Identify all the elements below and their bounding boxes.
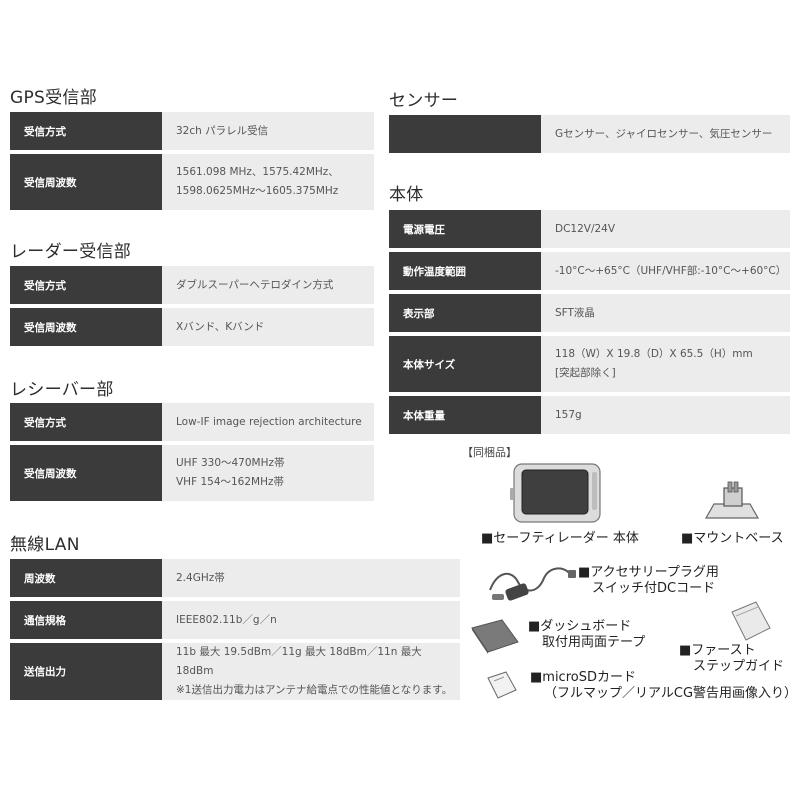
- spec-value-line: Low-IF image rejection architecture: [176, 415, 362, 428]
- spec-value: IEEE802.11b／g／n: [162, 601, 460, 639]
- spec-value-line: 157g: [555, 408, 582, 421]
- spec-value-line: 32ch パラレル受信: [176, 124, 269, 137]
- spec-label: 電源電圧: [389, 210, 541, 248]
- bundle-item-tape: ■ダッシュボード取付用両面テープ: [528, 619, 645, 651]
- bundle-item-line: ■セーフティレーダー 本体: [481, 531, 639, 546]
- spec-label: 受信方式: [10, 266, 162, 304]
- bundle-item-dc-cord: ■アクセサリープラグ用スイッチ付DCコード: [578, 565, 719, 597]
- spec-value: Low-IF image rejection architecture: [162, 403, 374, 441]
- first-step-guide-illustration: [731, 601, 771, 641]
- section-title-sensor: センサー: [389, 91, 459, 111]
- bundle-item-line: 取付用両面テープ: [542, 635, 646, 650]
- spec-value-line: SFT液晶: [555, 306, 595, 319]
- bundle-item-mount-base: ■マウントベース: [681, 531, 784, 547]
- dc-cord-illustration: [489, 567, 576, 601]
- bundle-item-line: ■microSDカード: [530, 670, 636, 685]
- spec-row: Gセンサー、ジャイロセンサー、気圧センサー: [389, 115, 790, 153]
- spec-label: 本体サイズ: [389, 336, 541, 392]
- spec-value: 1561.098 MHz、1575.42MHz、 1598.0625MHz〜160…: [162, 154, 374, 210]
- spec-value: Gセンサー、ジャイロセンサー、気圧センサー: [541, 115, 790, 153]
- spec-label: 送信出力: [10, 643, 162, 700]
- spec-row: 本体重量 157g: [389, 396, 790, 434]
- spec-value-line: DC12V/24V: [555, 222, 616, 235]
- bundle-item-main-unit: ■セーフティレーダー 本体: [481, 531, 639, 547]
- spec-value: 11b 最大 19.5dBm／11g 最大 18dBm／11n 最大 18dBm…: [162, 643, 460, 700]
- spec-value: 118（W）X 19.8（D）X 65.5（H）mm [突起部除く]: [541, 336, 790, 392]
- spec-table-body: 電源電圧 DC12V/24V 動作温度範囲 -10°C〜+65°C（UHF/VHF部:…: [389, 206, 790, 438]
- bundle-item-line: （フルマップ／リアルCG警告用画像入り）: [544, 686, 798, 701]
- spec-row: 通信規格 IEEE802.11b／g／n: [10, 601, 460, 639]
- spec-label: 受信方式: [10, 403, 162, 441]
- spec-label: 受信方式: [10, 112, 162, 150]
- spec-label: 受信周波数: [10, 445, 162, 501]
- spec-row: 受信方式 32ch パラレル受信: [10, 112, 374, 150]
- spec-value-line: [突起部除く]: [555, 367, 616, 379]
- spec-label: 本体重量: [389, 396, 541, 434]
- section-title-radar: レーダー受信部: [10, 242, 132, 262]
- spec-label: 周波数: [10, 559, 162, 597]
- bundle-item-line: ■アクセサリープラグ用: [578, 565, 719, 580]
- bundle-item-line: スイッチ付DCコード: [592, 581, 716, 596]
- spec-value-line: 118（W）X 19.8（D）X 65.5（H）mm: [555, 348, 753, 360]
- bundle-item-line: ■マウントベース: [681, 531, 784, 546]
- spec-table-radar: 受信方式 ダブルスーパーヘテロダイン方式受信周波数 Xバンド、Kバンド: [10, 262, 374, 350]
- spec-row: 動作温度範囲 -10°C〜+65°C（UHF/VHF部:-10°C〜+60°C）: [389, 252, 790, 290]
- spec-value-line: VHF 154〜162MHz帯: [176, 476, 285, 488]
- spec-value-line: 1561.098 MHz、1575.42MHz、: [176, 166, 339, 178]
- spec-table-sensor: Gセンサー、ジャイロセンサー、気圧センサー: [389, 111, 790, 157]
- spec-value: -10°C〜+65°C（UHF/VHF部:-10°C〜+60°C）: [541, 252, 790, 290]
- spec-value-line: ダブルスーパーヘテロダイン方式: [176, 278, 334, 291]
- bundle-item-line: ■ダッシュボード: [528, 619, 632, 634]
- spec-row: 受信周波数 Xバンド、Kバンド: [10, 308, 374, 346]
- spec-row: 受信方式 Low-IF image rejection architecture: [10, 403, 374, 441]
- spec-value-line: UHF 330〜470MHz帯: [176, 457, 285, 469]
- radar-device-illustration: [510, 463, 601, 523]
- spec-label: 通信規格: [10, 601, 162, 639]
- spec-value: 2.4GHz帯: [162, 559, 460, 597]
- spec-row: 表示部 SFT液晶: [389, 294, 790, 332]
- spec-value: 32ch パラレル受信: [162, 112, 374, 150]
- microsd-card-illustration: [487, 671, 517, 699]
- spec-label: [389, 115, 541, 153]
- spec-value: 157g: [541, 396, 790, 434]
- spec-value-line: Gセンサー、ジャイロセンサー、気圧センサー: [555, 127, 773, 140]
- spec-row: 受信周波数 1561.098 MHz、1575.42MHz、 1598.0625MH…: [10, 154, 374, 210]
- spec-value: UHF 330〜470MHz帯 VHF 154〜162MHz帯: [162, 445, 374, 501]
- spec-value-line: 11b 最大 19.5dBm／11g 最大 18dBm／11n 最大 18dBm: [176, 646, 422, 677]
- spec-value: DC12V/24V: [541, 210, 790, 248]
- spec-value-line: IEEE802.11b／g／n: [176, 613, 277, 626]
- double-sided-tape-illustration: [471, 619, 519, 654]
- spec-row: 周波数 2.4GHz帯: [10, 559, 460, 597]
- bundle-item-microsd: ■microSDカード（フルマップ／リアルCG警告用画像入り）: [530, 670, 797, 702]
- bundle-item-line: ■ファースト: [679, 643, 756, 658]
- section-title-body: 本体: [389, 185, 424, 205]
- spec-row: 受信方式 ダブルスーパーヘテロダイン方式: [10, 266, 374, 304]
- mount-base-illustration: [704, 481, 760, 519]
- spec-value-line: -10°C〜+65°C（UHF/VHF部:-10°C〜+60°C）: [555, 264, 787, 277]
- spec-label: 受信周波数: [10, 308, 162, 346]
- spec-row: 受信周波数 UHF 330〜470MHz帯 VHF 154〜162MHz帯: [10, 445, 374, 501]
- spec-row: 本体サイズ 118（W）X 19.8（D）X 65.5（H）mm [突起部除く]: [389, 336, 790, 392]
- spec-value-line: ※1送信出力電力はアンテナ給電点での性能値となります。: [176, 684, 453, 696]
- spec-label: 受信周波数: [10, 154, 162, 210]
- spec-label: 動作温度範囲: [389, 252, 541, 290]
- spec-row: 電源電圧 DC12V/24V: [389, 210, 790, 248]
- spec-value-line: Xバンド、Kバンド: [176, 320, 265, 333]
- spec-value-line: 1598.0625MHz〜1605.375MHz: [176, 185, 339, 197]
- bundle-title: 【同梱品】: [462, 446, 517, 459]
- spec-value: ダブルスーパーヘテロダイン方式: [162, 266, 374, 304]
- spec-value: Xバンド、Kバンド: [162, 308, 374, 346]
- spec-value-line: 2.4GHz帯: [176, 571, 225, 584]
- bundle-item-guide: ■ファーストステップガイド: [679, 643, 784, 675]
- section-title-gps: GPS受信部: [10, 88, 98, 108]
- section-title-wlan: 無線LAN: [10, 535, 80, 555]
- section-title-receiver: レシーバー部: [10, 380, 114, 400]
- bundle-item-line: ステップガイド: [693, 659, 785, 674]
- spec-label: 表示部: [389, 294, 541, 332]
- spec-value: SFT液晶: [541, 294, 790, 332]
